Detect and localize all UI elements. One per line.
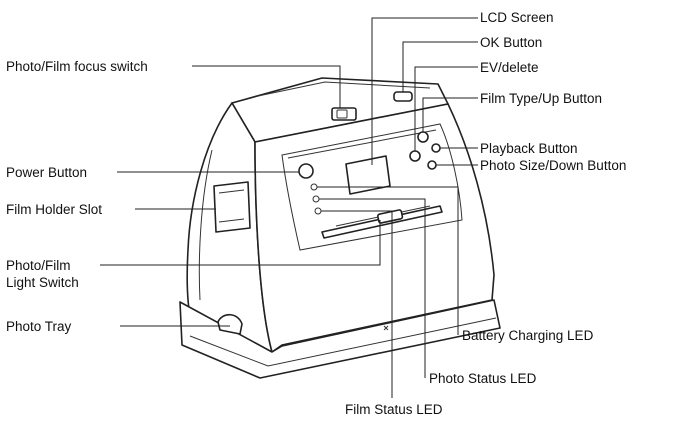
label-photo-size-down: Photo Size/Down Button [480, 158, 626, 173]
label-photo-tray: Photo Tray [6, 319, 72, 334]
callout-labels: LCD Screen OK Button EV/delete Film Type… [6, 10, 626, 417]
label-battery-led: Battery Charging LED [462, 328, 594, 343]
leader-battery-led [317, 186, 459, 335]
label-light-switch-line2: Light Switch [6, 275, 79, 290]
label-photo-status-led: Photo Status LED [429, 371, 537, 386]
label-film-type-up: Film Type/Up Button [480, 91, 602, 106]
label-film-holder-slot: Film Holder Slot [6, 202, 102, 217]
leader-photo-status-led [319, 198, 426, 378]
label-focus-switch: Photo/Film focus switch [6, 59, 148, 74]
scanner-device [179, 77, 501, 379]
leader-light-switch [100, 220, 381, 266]
label-lcd-screen: LCD Screen [480, 10, 554, 25]
leader-film-type-up [422, 97, 478, 132]
leader-ok-button [402, 41, 478, 92]
leader-focus-switch [192, 65, 341, 108]
leader-lcd-screen [371, 17, 478, 165]
leader-ev-delete [414, 66, 478, 151]
label-film-status-led: Film Status LED [345, 402, 443, 417]
leader-lines [100, 17, 478, 398]
leader-film-status-led [321, 210, 393, 398]
label-playback: Playback Button [480, 141, 578, 156]
label-ok-button: OK Button [480, 35, 542, 50]
label-ev-delete: EV/delete [480, 60, 539, 75]
label-light-switch-line1: Photo/Film [6, 258, 71, 273]
label-power-button: Power Button [6, 165, 87, 180]
